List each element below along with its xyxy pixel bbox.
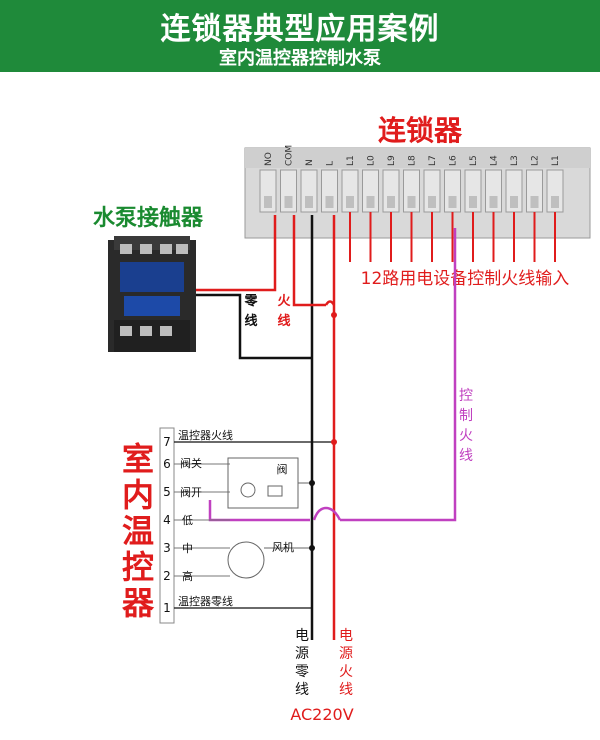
t3-label: 中 — [182, 542, 193, 555]
control-label-char: 制 — [459, 408, 473, 424]
terminal-label: N — [305, 159, 315, 166]
terminal-label: L — [326, 161, 336, 166]
terminal-label: L1 — [551, 155, 561, 166]
thermostat-terminal-number: 1 — [163, 601, 171, 615]
power-live-char: 线 — [339, 682, 353, 698]
contactor-image — [108, 236, 196, 352]
power-live-char: 火 — [339, 664, 353, 680]
inputs-label: 12路用电设备控制火线输入 — [361, 269, 570, 289]
terminal-label: NO — [264, 152, 274, 166]
thermostat-title-char: 器 — [121, 584, 155, 622]
t5-label: 阀开 — [180, 485, 202, 499]
interlock-terminal-labels: NO COM N L L1 L0 L9 L8 L7 L6 L5 L4 L3 L2 L1 — [264, 145, 561, 166]
voltage-label: AC220V — [290, 705, 353, 724]
t6-label: 阀关 — [180, 456, 202, 470]
terminal-label: COM — [285, 145, 295, 166]
terminal-screw — [448, 196, 457, 208]
terminal-screw — [366, 196, 375, 208]
terminal-screw — [387, 196, 395, 208]
power-neutral-char: 线 — [295, 682, 309, 698]
neutral-label-b: 线 — [244, 313, 257, 329]
valve-label: 阀 — [277, 462, 288, 476]
terminal-label: L6 — [449, 155, 459, 166]
terminal-screw — [264, 196, 272, 208]
terminal-screw — [428, 196, 436, 208]
input-wires — [349, 212, 556, 262]
t7-label: 温控器火线 — [178, 428, 233, 442]
power-neutral-char: 源 — [295, 646, 309, 662]
control-wire-label: 控制火线 — [459, 388, 473, 464]
thermostat-terminal-number: 3 — [163, 541, 171, 555]
thermostat-terminal-number: 2 — [163, 569, 171, 583]
terminal-label: L0 — [367, 155, 377, 166]
terminal-label: L2 — [531, 155, 541, 166]
power-live-char: 源 — [339, 646, 353, 662]
thermostat-title: 室内温控器 — [121, 440, 155, 622]
t1-label: 温控器零线 — [178, 594, 233, 608]
neutral-label-a: 零 — [243, 294, 258, 309]
power-live-char: 电 — [339, 628, 353, 644]
thermostat-title-char: 温 — [122, 512, 154, 550]
terminal-label: L4 — [490, 155, 500, 166]
terminal-screw — [325, 196, 334, 208]
header-banner: 连锁器典型应用案例 室内温控器控制水泵 — [0, 0, 600, 72]
terminal-label: L1 — [346, 155, 356, 166]
control-label-char: 线 — [459, 448, 473, 464]
terminal-label: L8 — [408, 155, 418, 166]
thermostat-terminals: 7 6 5 4 3 2 1 — [163, 435, 171, 615]
terminal-label: L7 — [428, 155, 438, 166]
thermostat-box: 7 6 5 4 3 2 1 — [159, 312, 337, 624]
interlock-title: 连锁器 — [378, 114, 463, 147]
interlock-terminals — [259, 169, 564, 213]
thermostat-terminal-number: 5 — [163, 485, 171, 499]
live-label-a: 火 — [277, 294, 291, 309]
terminal-screw — [284, 196, 293, 208]
thermostat-title-char: 控 — [122, 548, 154, 586]
terminal-screw — [489, 196, 498, 208]
thermostat-terminal-number: 6 — [163, 457, 171, 471]
terminal-screw — [510, 196, 518, 208]
live-label-b: 线 — [277, 313, 290, 329]
thermostat-terminal-number: 4 — [163, 513, 171, 527]
terminal-label: L3 — [510, 155, 520, 166]
power-neutral-char: 零 — [295, 664, 309, 680]
terminal-screw — [551, 196, 559, 208]
terminal-screw — [407, 196, 416, 208]
interlock-module: NO COM N L L1 L0 L9 L8 L7 L6 L5 L4 L3 L2 L1 — [244, 145, 591, 239]
terminal-screw — [530, 196, 539, 208]
t4-label: 低 — [182, 514, 193, 527]
thermostat-terminal-number: 7 — [163, 435, 171, 449]
page-subtitle: 室内温控器控制水泵 — [219, 48, 381, 69]
t2-label: 高 — [182, 569, 193, 583]
control-label-char: 火 — [459, 428, 473, 444]
control-label-char: 控 — [459, 388, 473, 404]
thermostat-title-char: 内 — [122, 476, 154, 514]
fan-label: 风机 — [272, 540, 294, 554]
terminal-label: L5 — [469, 155, 479, 166]
terminal-screw — [305, 196, 313, 208]
contactor-title: 水泵接触器 — [93, 205, 204, 231]
page-title: 连锁器典型应用案例 — [160, 12, 440, 47]
terminal-screw — [469, 196, 477, 208]
power-neutral-char: 电 — [295, 628, 309, 644]
terminal-label: L9 — [387, 155, 397, 166]
thermostat-title-char: 室 — [122, 440, 154, 478]
terminal-screw — [346, 196, 354, 208]
